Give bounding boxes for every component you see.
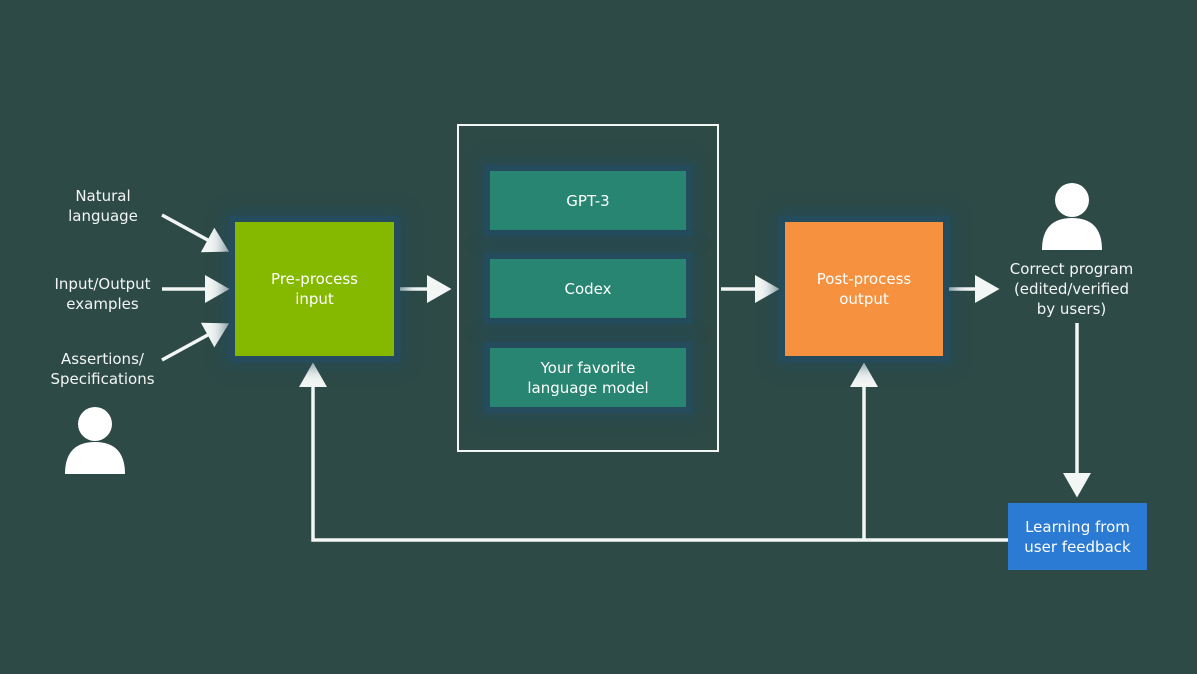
learning-feedback-box: Learning from user feedback <box>1008 503 1147 570</box>
language-models-frame <box>457 124 719 452</box>
preprocess-input-box: Pre-process input <box>235 222 394 356</box>
arrow-assertions <box>161 322 230 362</box>
output-label-correct-program: Correct program (edited/verified by user… <box>1009 260 1134 318</box>
input-label-natural-language: Natural language <box>68 187 138 225</box>
model-codex: Codex <box>490 259 686 318</box>
user-icon <box>1042 183 1102 250</box>
arrow-natural-language <box>161 213 230 253</box>
postprocess-output-box: Post-process output <box>785 222 943 356</box>
model-custom: Your favorite language model <box>490 348 686 407</box>
input-label-assertions: Assertions/ Specifications <box>50 350 155 388</box>
feedback-loop-line <box>299 362 1008 542</box>
model-gpt3: GPT-3 <box>490 171 686 230</box>
input-label-io-examples: Input/Output examples <box>54 275 151 313</box>
user-icon <box>65 407 125 474</box>
